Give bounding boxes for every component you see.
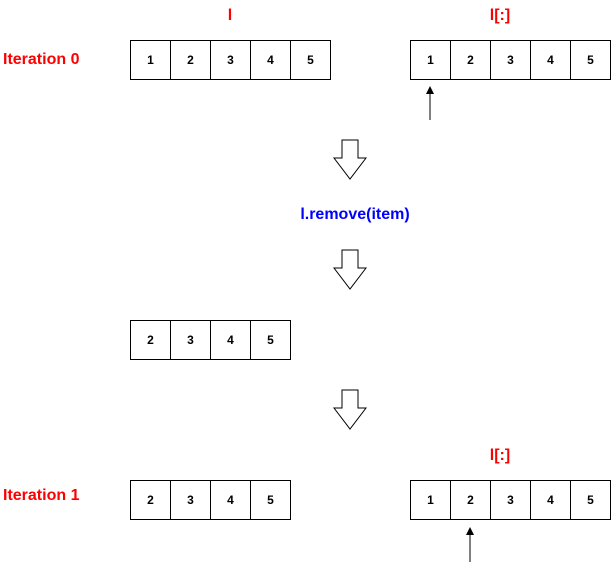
- array-cell: 2: [171, 41, 211, 79]
- iteration-0-label: Iteration 0: [3, 51, 80, 68]
- array-cell: 4: [211, 321, 251, 359]
- array-cell: 3: [491, 481, 531, 519]
- array-cell: 3: [211, 41, 251, 79]
- array-cell: 3: [491, 41, 531, 79]
- array-cell: 2: [451, 41, 491, 79]
- array-cell: 4: [531, 41, 571, 79]
- copy-name-header-iteration-1: l[:]: [489, 447, 511, 464]
- array-cell: 2: [451, 481, 491, 519]
- array-cell: 3: [171, 481, 211, 519]
- array-cell: 5: [251, 321, 291, 359]
- array-cell: 2: [131, 481, 171, 519]
- array-cell: 5: [291, 41, 331, 79]
- array-cell: 1: [131, 41, 171, 79]
- array-cell: 1: [411, 41, 451, 79]
- down-arrow-icon: [332, 139, 368, 180]
- array-cell: 4: [251, 41, 291, 79]
- list-name-header: l: [227, 7, 233, 24]
- down-arrow-icon: [332, 389, 368, 430]
- array-cell: 5: [251, 481, 291, 519]
- array-cell: 4: [211, 481, 251, 519]
- array-cell: 3: [171, 321, 211, 359]
- copy-name-header: l[:]: [489, 7, 511, 24]
- iteration-1-label: Iteration 1: [3, 487, 80, 504]
- down-arrow-icon: [332, 249, 368, 290]
- array-cell: 4: [531, 481, 571, 519]
- array-cell: 2: [131, 321, 171, 359]
- array-cell: 1: [411, 481, 451, 519]
- remove-operation-label: l.remove(item): [300, 206, 410, 223]
